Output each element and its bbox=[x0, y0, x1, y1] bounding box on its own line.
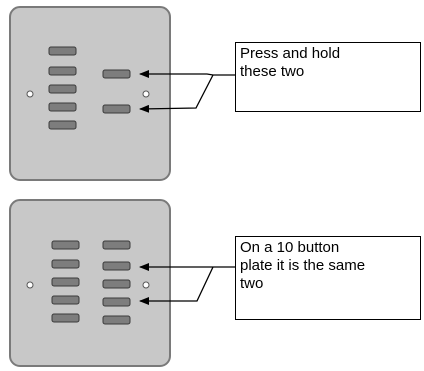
top-plate-highlighted-button[interactable] bbox=[102, 104, 131, 114]
bottom-plate-highlighted-button[interactable] bbox=[102, 261, 131, 271]
bottom-plate-button[interactable] bbox=[102, 315, 131, 325]
bottom-plate-right-buttons bbox=[102, 240, 131, 325]
bottom-wall-plate bbox=[9, 199, 171, 367]
bottom-plate-button[interactable] bbox=[102, 240, 131, 250]
top-plate-right-screw bbox=[142, 90, 150, 98]
top-plate-right-buttons bbox=[102, 69, 131, 114]
bottom-plate-highlighted-button[interactable] bbox=[102, 297, 131, 307]
top-plate-button[interactable] bbox=[48, 66, 77, 76]
bottom-plate-right-screw bbox=[142, 281, 150, 289]
bottom-plate-button[interactable] bbox=[51, 313, 80, 323]
top-callout-arrows bbox=[139, 70, 236, 113]
bottom-plate-button[interactable] bbox=[51, 295, 80, 305]
bottom-plate-button[interactable] bbox=[51, 259, 80, 269]
bottom-callout-box: On a 10 button plate it is the same two bbox=[235, 236, 421, 320]
bottom-plate-button[interactable] bbox=[51, 240, 80, 250]
bottom-arrow-lower bbox=[139, 266, 214, 305]
bottom-plate-left-buttons bbox=[51, 240, 80, 323]
bottom-plate-button[interactable] bbox=[51, 277, 80, 287]
callout-line: two bbox=[240, 275, 264, 292]
callout-line: Press and hold bbox=[240, 45, 341, 62]
callout-line: plate it is the same bbox=[240, 257, 366, 274]
top-plate-highlighted-button[interactable] bbox=[102, 69, 131, 79]
callout-line: On a 10 button bbox=[240, 239, 340, 256]
top-plate-button[interactable] bbox=[48, 84, 77, 94]
top-plate-left-screw bbox=[26, 90, 34, 98]
top-callout-box: Press and hold these two bbox=[235, 42, 421, 112]
bottom-plate-left-screw bbox=[26, 281, 34, 289]
top-plate-button[interactable] bbox=[48, 102, 77, 112]
top-wall-plate bbox=[9, 6, 171, 181]
bottom-plate-button[interactable] bbox=[102, 279, 131, 289]
top-plate-button[interactable] bbox=[48, 46, 77, 56]
callout-line: these two bbox=[240, 63, 305, 80]
top-arrow-upper bbox=[139, 70, 236, 78]
top-plate-left-buttons bbox=[48, 46, 77, 130]
bottom-callout-arrows bbox=[139, 263, 236, 305]
top-arrow-lower bbox=[139, 74, 214, 113]
top-plate-button[interactable] bbox=[48, 120, 77, 130]
